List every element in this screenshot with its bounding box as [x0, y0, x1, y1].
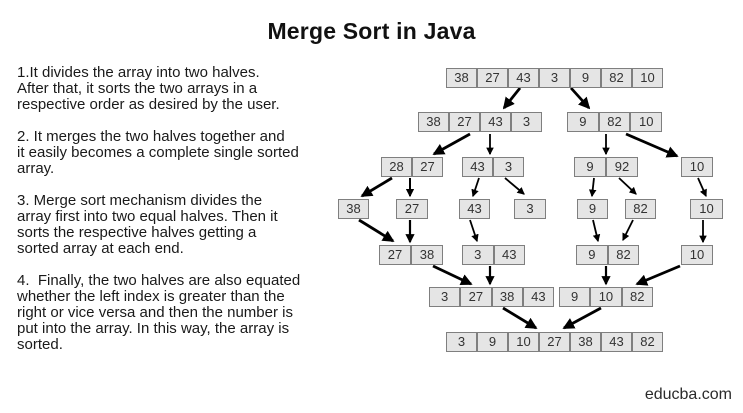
array-cell: 3 [493, 157, 524, 177]
array-cell: 3 [539, 68, 570, 88]
merge-arrow [625, 132, 679, 158]
array-cell: 9 [570, 68, 601, 88]
array-cell: 38 [411, 245, 443, 265]
watermark: educba.com [644, 386, 732, 403]
array-cell: 10 [630, 112, 663, 132]
array-level4-a: 38 [338, 199, 369, 219]
merge-arrow [432, 264, 473, 286]
merge-arrow [588, 177, 597, 198]
array-level4-e: 9 [577, 199, 608, 219]
array-cell: 27 [539, 332, 570, 352]
merge-arrow [432, 132, 471, 156]
merge-arrow [469, 219, 479, 243]
array-cell: 27 [460, 287, 492, 307]
merge-arrow [502, 306, 538, 330]
merge-arrow [569, 87, 591, 110]
merge-arrow [697, 177, 707, 198]
merge-arrow [360, 176, 393, 198]
note-step-4: 4. Finally, the two halves are also equa… [17, 272, 301, 353]
note-step-1: 1.It divides the array into two halves. … [17, 64, 280, 113]
array-level4-b: 27 [396, 199, 428, 219]
array-cell: 43 [508, 68, 539, 88]
merge-arrow [592, 219, 601, 243]
array-cell: 38 [491, 287, 523, 307]
array-level3-d: 10 [681, 157, 713, 177]
array-cell: 9 [576, 245, 608, 265]
array-cell: 43 [601, 332, 632, 352]
array-cell: 28 [381, 157, 412, 177]
array-cell: 9 [567, 112, 599, 132]
array-cell: 10 [632, 68, 663, 88]
array-cell: 43 [522, 287, 554, 307]
page-title: Merge Sort in Java [267, 18, 476, 44]
array-cell: 82 [598, 112, 631, 132]
array-cell: 3 [446, 332, 477, 352]
array-level4-c: 43 [459, 199, 490, 219]
note-step-3: 3. Merge sort mechanism divides the arra… [17, 192, 278, 257]
array-cell: 10 [690, 199, 723, 219]
array-cell: 43 [480, 112, 511, 132]
array-cell: 38 [338, 199, 369, 219]
array-cell: 27 [449, 112, 480, 132]
merge-arrow [562, 306, 602, 330]
array-level4-g: 10 [690, 199, 723, 219]
array-cell: 82 [607, 245, 640, 265]
merge-arrow [504, 177, 525, 195]
array-cell: 82 [632, 332, 663, 352]
array-cell: 82 [625, 199, 656, 219]
array-level4-d: 3 [514, 199, 546, 219]
array-cell: 92 [606, 157, 638, 177]
array-cell: 10 [508, 332, 539, 352]
notes-panel: 1.It divides the array into two halves. … [17, 65, 357, 369]
array-cell: 9 [559, 287, 591, 307]
array-cell: 38 [570, 332, 601, 352]
array-cell: 9 [574, 157, 606, 177]
note-step-2: 2. It merges the two halves together and… [17, 128, 299, 177]
array-cell: 3 [462, 245, 494, 265]
array-cell: 10 [590, 287, 622, 307]
merge-arrow [618, 177, 637, 195]
array-level4-f: 82 [625, 199, 656, 219]
array-cell: 27 [477, 68, 508, 88]
array-cell: 9 [577, 199, 608, 219]
array-cell: 27 [396, 199, 428, 219]
merge-arrow [358, 218, 395, 243]
merge-arrow [502, 87, 522, 110]
array-cell: 10 [681, 157, 713, 177]
array-cell: 43 [462, 157, 493, 177]
array-level5-d: 10 [681, 245, 713, 265]
merge-arrow [635, 264, 681, 286]
array-cell: 27 [412, 157, 443, 177]
array-cell: 3 [511, 112, 542, 132]
array-cell: 43 [493, 245, 525, 265]
array-cell: 82 [621, 287, 653, 307]
array-cell: 43 [459, 199, 490, 219]
array-cell: 10 [681, 245, 713, 265]
array-cell: 82 [601, 68, 632, 88]
array-cell: 38 [446, 68, 477, 88]
merge-arrow [622, 219, 634, 242]
array-cell: 38 [418, 112, 449, 132]
array-cell: 9 [477, 332, 508, 352]
merge-arrow [471, 177, 480, 198]
array-cell: 3 [514, 199, 546, 219]
array-cell: 27 [379, 245, 411, 265]
array-cell: 3 [429, 287, 461, 307]
